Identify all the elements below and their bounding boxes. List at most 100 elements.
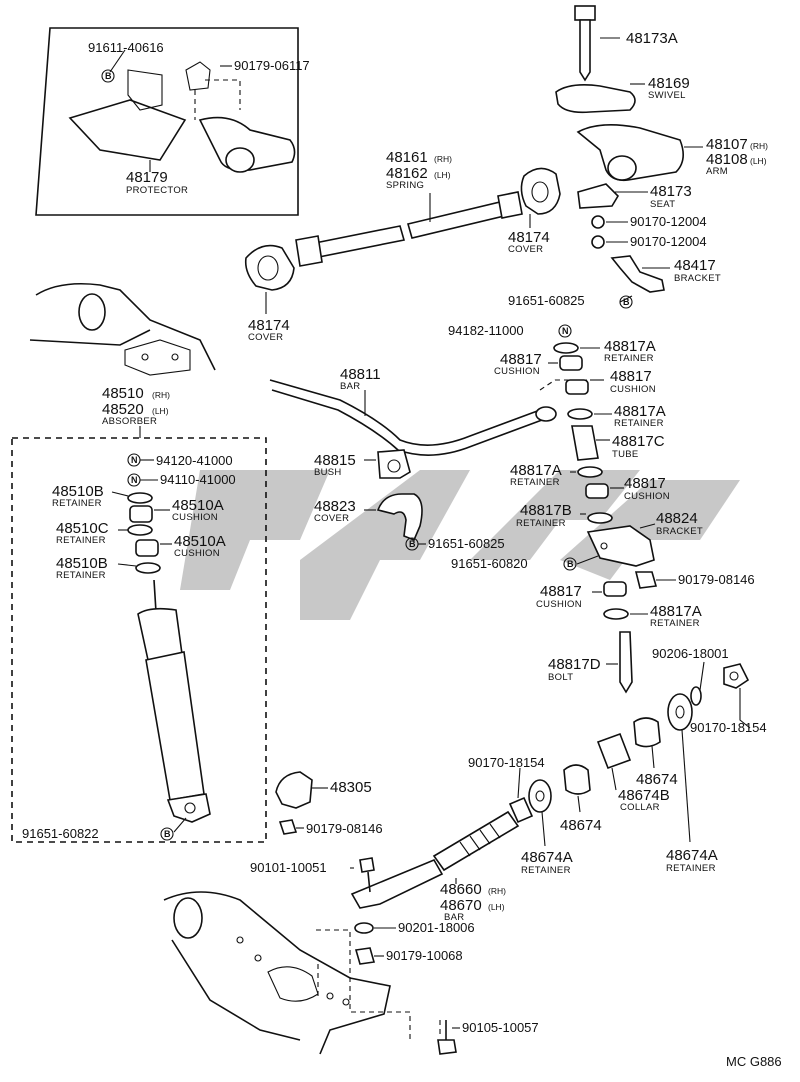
retainer-48817B bbox=[587, 512, 613, 524]
cover-48823 bbox=[376, 493, 423, 542]
caption-retainer-10: RETAINER bbox=[666, 863, 716, 874]
label-90170-12004-a: 90170-12004 bbox=[630, 214, 707, 229]
protector-bracket bbox=[127, 69, 163, 111]
absorber-upper-body bbox=[137, 607, 183, 661]
svg-text:(RH): (RH) bbox=[750, 141, 768, 151]
stabilizer-bar-48811 bbox=[269, 379, 541, 446]
bolt-90105-10057: 90105-10057 bbox=[437, 1020, 539, 1055]
caption-retainer-8: RETAINER bbox=[650, 618, 700, 629]
cover-48174-left bbox=[244, 244, 295, 291]
nut-90179-08146-b: 90179-08146 bbox=[278, 819, 383, 836]
bracket-48417 bbox=[610, 255, 665, 293]
spring-spline-left bbox=[295, 235, 323, 267]
label-94110-41000: 94110-41000 bbox=[160, 472, 236, 487]
label-48510B-b: 48510B bbox=[56, 555, 108, 572]
caption-retainer-2: RETAINER bbox=[614, 418, 664, 429]
label-91651-60825-a: 91651-60825 bbox=[508, 293, 585, 308]
cushion-48510A-a bbox=[129, 505, 153, 523]
svg-text:(LH): (LH) bbox=[488, 902, 505, 912]
lower-arm-frame bbox=[163, 891, 411, 1055]
svg-text:(LH): (LH) bbox=[434, 170, 451, 180]
caption-arm: ARM bbox=[706, 166, 728, 177]
svg-text:B: B bbox=[623, 297, 630, 307]
label-94182-11000: 94182-11000 bbox=[448, 323, 524, 338]
label-48674A-b: 48674A bbox=[666, 847, 718, 864]
label-48817A-c: 48817A bbox=[510, 462, 562, 479]
caption-bolt: BOLT bbox=[548, 672, 573, 683]
cushion-48817-c bbox=[585, 483, 609, 499]
label-48108: 48108 bbox=[706, 151, 748, 168]
inset-frame bbox=[35, 27, 299, 216]
caption-cushion-4: CUSHION bbox=[174, 548, 220, 559]
cushion-48817-d bbox=[603, 581, 627, 597]
nut-90170-18154-a bbox=[723, 663, 750, 689]
label-48817A-b: 48817A bbox=[614, 403, 666, 420]
label-48305: 48305 bbox=[330, 779, 372, 796]
svg-text:B: B bbox=[164, 829, 171, 839]
label-48811: 48811 bbox=[340, 366, 381, 383]
label-48674B: 48674B bbox=[618, 787, 670, 804]
label-48510C: 48510C bbox=[56, 520, 109, 537]
caption-retainer-5: RETAINER bbox=[56, 570, 106, 581]
retainer-48817A-b bbox=[567, 408, 593, 420]
svg-text:N: N bbox=[131, 475, 138, 485]
label-90179-08146-b: 90179-08146 bbox=[306, 821, 383, 836]
protector-plate bbox=[68, 99, 187, 161]
caption-bracket-2: BRACKET bbox=[656, 526, 703, 537]
label-48510: 48510 bbox=[102, 385, 144, 402]
caption-absorber: ABSORBER bbox=[102, 416, 157, 427]
absorber-box bbox=[11, 437, 267, 843]
retainer-48817A-a bbox=[553, 342, 579, 354]
label-48520: 48520 bbox=[102, 401, 144, 418]
caption-tube: TUBE bbox=[612, 449, 639, 460]
strut-bar-48660 bbox=[350, 858, 444, 909]
label-90201-18006: 90201-18006 bbox=[398, 920, 475, 935]
absorber-lower-body bbox=[145, 651, 205, 801]
caption-cushion-1: CUSHION bbox=[494, 366, 540, 377]
label-90101-10051: 90101-10051 bbox=[250, 860, 327, 875]
torsion-spring-group: 48161 (RH) 48162 (LH) SPRING 48174 COVER… bbox=[244, 149, 561, 343]
cushion-48817-a bbox=[559, 355, 583, 371]
label-48817A-d: 48817A bbox=[650, 603, 702, 620]
caption-cushion-2: CUSHION bbox=[610, 384, 656, 395]
label-48174-a: 48174 bbox=[248, 317, 290, 334]
caption-protector: PROTECTOR bbox=[126, 185, 188, 196]
label-48173A: 48173A bbox=[626, 30, 678, 47]
bolt-48817D bbox=[619, 631, 633, 694]
label-48815: 48815 bbox=[314, 452, 356, 469]
caption-cover-3: COVER bbox=[314, 513, 349, 524]
spring-right-segment bbox=[407, 201, 505, 239]
caption-retainer-1: RETAINER bbox=[604, 353, 654, 364]
torsion-arm-group: 48173A 48169 SWIVEL 48107 (RH) 48108 (LH… bbox=[508, 5, 768, 309]
label-48674-b: 48674 bbox=[560, 817, 602, 834]
bolt-90179-08146-a bbox=[634, 571, 658, 589]
cushion-48510A-b bbox=[135, 539, 159, 557]
clip-90179 bbox=[185, 61, 211, 91]
caption-seat: SEAT bbox=[650, 199, 675, 210]
caption-retainer-3: RETAINER bbox=[52, 498, 102, 509]
label-91651-60825-b: 91651-60825 bbox=[428, 536, 505, 551]
label-90179-06117: 90179-06117 bbox=[234, 58, 310, 73]
label-90170-18154-a: 90170-18154 bbox=[690, 720, 767, 735]
bolt-90101-10051: 90101-10051 bbox=[250, 857, 375, 893]
label-90105-10057: 90105-10057 bbox=[462, 1020, 539, 1035]
caption-bar-1: BAR bbox=[340, 381, 360, 392]
bolt-head-48173A bbox=[574, 5, 596, 21]
label-48817-b: 48817 bbox=[610, 368, 652, 385]
caption-cover-2: COVER bbox=[508, 244, 543, 255]
absorber-group: 48510 (RH) 48520 (LH) ABSORBER N 94120-4… bbox=[11, 385, 267, 843]
label-48417: 48417 bbox=[674, 257, 716, 274]
bracket-48824 bbox=[586, 525, 655, 567]
bush-cover-group: 48815 BUSH 48823 COVER B 91651-60825 bbox=[314, 449, 505, 551]
nut-90179-10068: 90179-10068 bbox=[354, 947, 463, 965]
label-48660: 48660 bbox=[440, 881, 482, 898]
bush-48815 bbox=[377, 449, 411, 479]
absorber-eye bbox=[166, 793, 211, 823]
label-90170-12004-b: 90170-12004 bbox=[630, 234, 707, 249]
label-48107: 48107 bbox=[706, 136, 748, 153]
strut-bar-group: 90170-18154 90206-18001 48674A RETAINER … bbox=[350, 646, 767, 923]
absorber-rod bbox=[153, 579, 157, 613]
strut-bar-threads bbox=[432, 810, 520, 872]
caption-retainer-6: RETAINER bbox=[510, 477, 560, 488]
